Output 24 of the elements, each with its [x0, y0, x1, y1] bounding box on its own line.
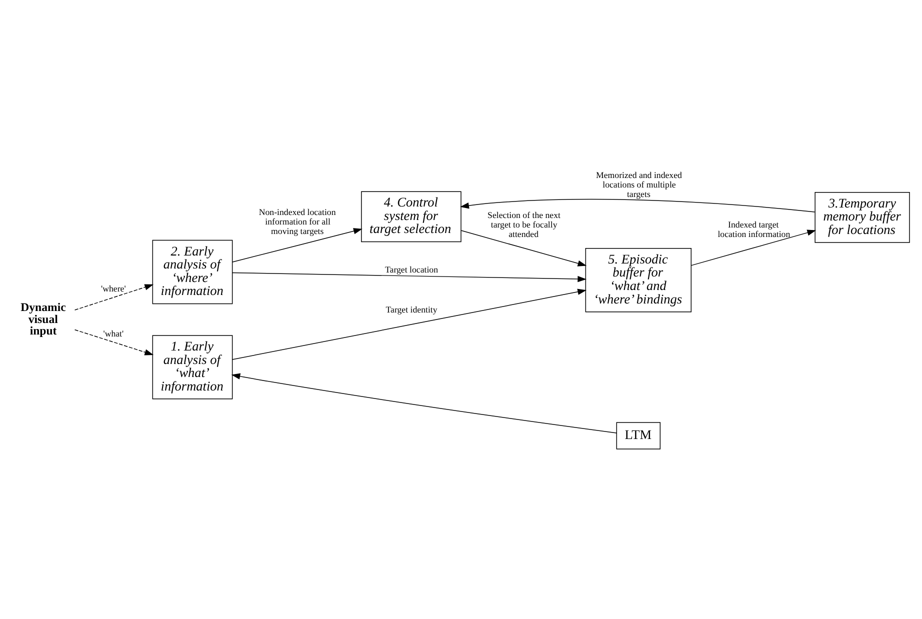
node-box: 1. Early analysis of ‘what’ information [152, 334, 233, 399]
arrow [231, 372, 617, 433]
edge-label: Target location [385, 264, 438, 274]
node-box: 3.Temporary memory buffer for locations [814, 191, 910, 242]
node-box: 2. Early analysis of ‘where’ information [152, 239, 233, 304]
arrow [232, 228, 362, 262]
edge-label: Selection of the next target to be focally attended [488, 209, 561, 239]
edge-label: Memorized and indexed locations of multiple targets [596, 170, 682, 199]
arrow [74, 328, 154, 355]
node-box: LTM [616, 422, 661, 449]
arrow [690, 229, 816, 266]
arrow [460, 230, 587, 266]
node-text: Dynamic visual input [20, 299, 66, 338]
edge-label: Non-indexed location information for all moving targets [258, 206, 336, 236]
arrow [74, 284, 154, 310]
arrow [460, 198, 816, 212]
arrow [232, 272, 587, 282]
arrow [232, 288, 587, 360]
edge-label: 'what' [103, 328, 124, 338]
node-box: 4. Control system for target selection [361, 190, 462, 242]
node-box: 5. Episodic buffer for ‘what’ and ‘where’ bindings [585, 248, 692, 312]
edge-label: Indexed target location information [718, 218, 790, 239]
edge-label: 'where' [101, 283, 126, 294]
edge-label: Target identity [386, 304, 438, 314]
